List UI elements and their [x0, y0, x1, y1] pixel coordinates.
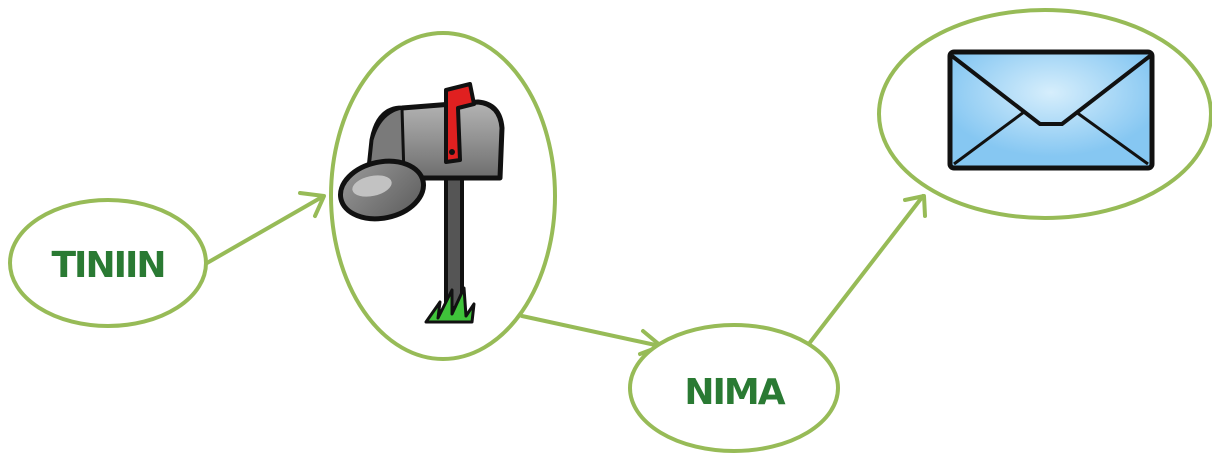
- edge-mailbox-to-middle: [520, 314, 663, 356]
- node-mailbox: [329, 31, 557, 361]
- node-start-label: TINIIN: [52, 245, 165, 286]
- node-start: TINIIN: [8, 198, 208, 328]
- arrowhead-icon: [298, 191, 326, 218]
- node-envelope: [877, 8, 1212, 220]
- envelope-icon: [947, 49, 1155, 171]
- edge-start-to-mailbox: [205, 191, 326, 265]
- node-middle: NIMA: [628, 323, 840, 453]
- edge-middle-to-envelope: [806, 194, 927, 347]
- node-middle-label: NIMA: [684, 372, 785, 413]
- mailbox-icon: [338, 82, 505, 324]
- arrowhead-icon: [903, 194, 927, 218]
